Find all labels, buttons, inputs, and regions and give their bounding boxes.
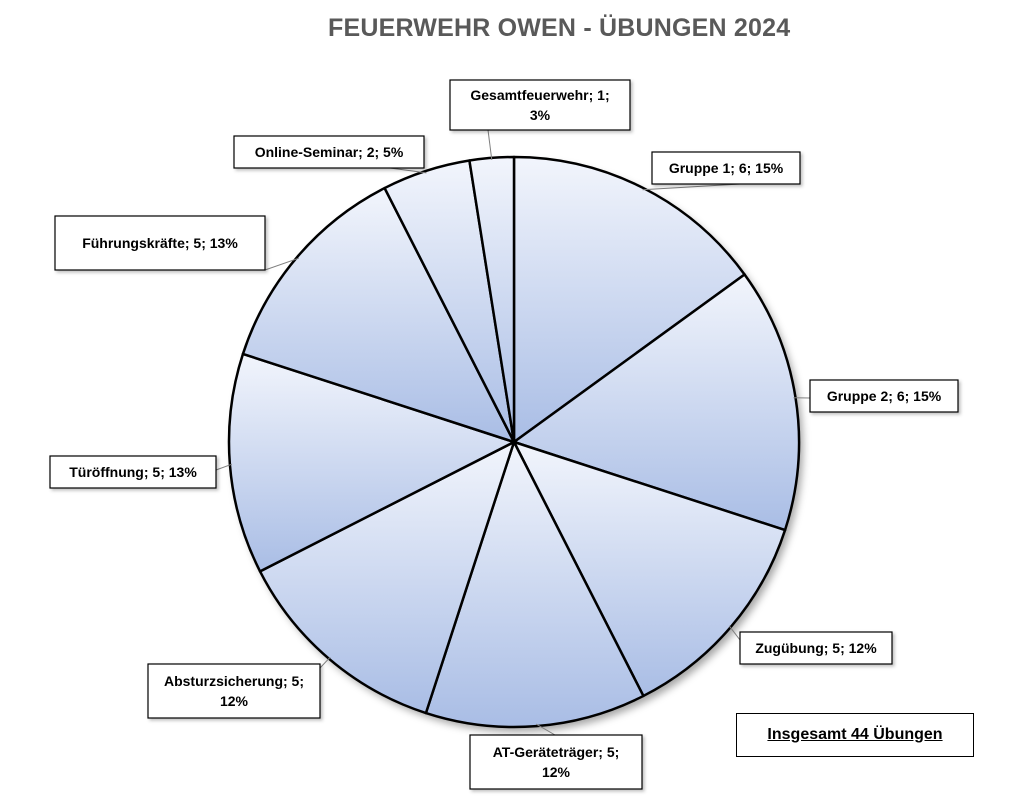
leader-line-2 xyxy=(728,625,741,641)
chart-title: FEUERWEHR OWEN - ÜBUNGEN 2024 xyxy=(328,14,791,42)
data-label-box-3 xyxy=(469,734,643,790)
data-label-box-7 xyxy=(233,135,425,169)
data-label-box-5 xyxy=(49,455,217,489)
data-label-box-8 xyxy=(449,79,631,131)
data-label-text-3-1: 12% xyxy=(542,764,571,780)
data-label-7: Online-Seminar; 2; 5% xyxy=(233,135,425,169)
data-label-text-3-0: AT-Geräteträger; 5; xyxy=(493,744,620,760)
data-label-3: AT-Geräteträger; 5; 12% xyxy=(469,734,643,790)
data-label-box-1 xyxy=(809,379,959,413)
data-label-4: Absturzsicherung; 5; 12% xyxy=(147,663,321,719)
total-annotation: Insgesamt 44 Übungen xyxy=(736,713,974,757)
data-label-box-0 xyxy=(651,151,801,185)
data-label-text-7-0: Online-Seminar; 2; 5% xyxy=(255,144,404,160)
pie-slice-0 xyxy=(512,155,746,444)
data-label-text-4-1: 12% xyxy=(220,693,249,709)
data-label-text-6-0: Führungskräfte; 5; 13% xyxy=(82,235,238,251)
pie-slice-3 xyxy=(424,440,645,729)
data-label-text-8-0: Gesamtfeuerwehr; 1; xyxy=(470,87,609,103)
data-label-text-5-0: Türöffnung; 5; 13% xyxy=(69,464,197,480)
pie-slice-5 xyxy=(227,352,516,573)
leader-line-4 xyxy=(319,656,331,669)
leader-line-0 xyxy=(642,183,741,191)
data-label-text-1-0: Gruppe 2; 6; 15% xyxy=(827,388,942,404)
data-label-2: Zugübung; 5; 12% xyxy=(739,631,893,665)
data-label-text-0-0: Gruppe 1; 6; 15% xyxy=(669,160,784,176)
data-label-6: Führungskräfte; 5; 13% xyxy=(54,215,266,271)
data-label-0: Gruppe 1; 6; 15% xyxy=(651,151,801,185)
data-label-box-6 xyxy=(54,215,266,271)
data-label-1: Gruppe 2; 6; 15% xyxy=(809,379,959,413)
data-label-text-8-1: 3% xyxy=(530,107,551,123)
pie-slice-6 xyxy=(241,186,516,444)
data-label-text-4-0: Absturzsicherung; 5; xyxy=(164,673,304,689)
leader-line-3 xyxy=(535,723,556,736)
leader-line-6 xyxy=(264,257,299,271)
leader-line-7 xyxy=(389,167,427,174)
data-label-box-4 xyxy=(147,663,321,719)
data-label-8: Gesamtfeuerwehr; 1; 3% xyxy=(449,79,631,131)
data-label-box-2 xyxy=(739,631,893,665)
leader-line-5 xyxy=(215,463,233,471)
data-label-5: Türöffnung; 5; 13% xyxy=(49,455,217,489)
leader-line-8 xyxy=(487,129,493,160)
data-label-text-2-0: Zugübung; 5; 12% xyxy=(755,640,877,656)
